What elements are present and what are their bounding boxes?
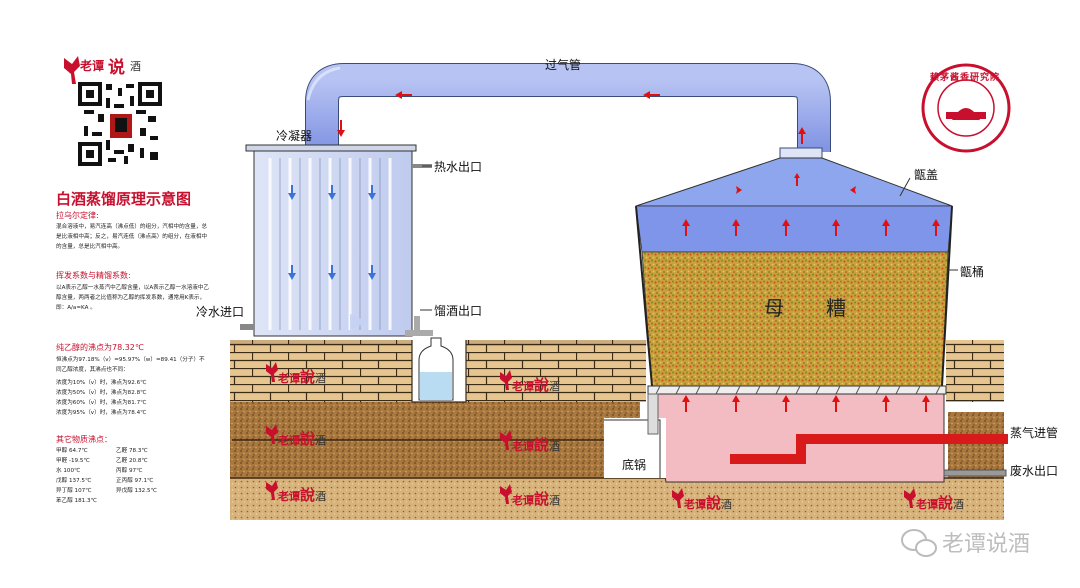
ground-brand-4: 老谭說酒 [512,376,561,394]
diagram-title: 白酒蒸馏原理示意图 [56,190,192,208]
boiling-point-item: 浓度为50%（v）时，沸点为82.8℃ [56,390,147,396]
other-substances-col-a: 甲醇 64.7℃ 甲醛 -19.5℃ 水 100℃ 戊醇 137.5℃ 异丁醇 … [56,446,97,506]
collection-bottle [418,337,454,401]
substance-bp: 甲醛 -19.5℃ [56,458,90,464]
substance-bp: 水 100℃ [56,468,81,474]
mash-label-1: 母 [764,296,784,320]
brand-name-b: 说 [108,58,125,78]
mash-label-2: 糟 [826,296,846,320]
still-barrel-label: 甑桶 [960,265,985,279]
substance-bp: 正丙醇 97.1℃ [116,478,154,484]
boiling-point-item: 浓度为95%（v）时，沸点为78.4℃ [56,410,147,416]
steam-pipe [730,434,1008,464]
distillate-outlet-label: 馏酒出口 [434,304,483,318]
azeotrope-text: 恒沸点为97.18%（v）=95.97%（w）=89.41（分子）不同乙醇浓度，… [56,357,205,373]
substance-bp: 异戊醇 132.5℃ [116,488,157,494]
boiling-point-item: 浓度为60%（v）时，沸点为81.7℃ [56,400,147,406]
ground-brand-1: 老谭說酒 [278,368,327,386]
wechat-icon [901,529,937,557]
substance-bp: 乙醛 20.8℃ [116,458,148,464]
qr-code [78,82,162,166]
ground-soil-layer [230,402,1004,478]
coefficient-heading: 挥发系数与精馏系数: [56,271,131,280]
cold-water-inlet-label: 冷水进口 [196,305,245,319]
ground-brand-8: 老谭說酒 [916,494,965,512]
other-substances-heading: 其它物质沸点： [56,435,112,444]
waste-water-outlet-label: 废水出口 [1010,464,1059,478]
steam-flow-arrows [337,91,940,412]
substance-bp: 异丁醇 107℃ [56,488,92,494]
ground-brand-5: 老谭說酒 [512,436,561,454]
ground-brand-3: 老谭說酒 [278,486,327,504]
steam-inlet-label: 蒸气进管 [1010,426,1059,440]
substance-bp: 丙醇 97℃ [116,468,143,474]
brand-figure-icon [64,56,80,84]
wechat-watermark: 老谭说酒 [942,532,1031,557]
waste-pipe [943,469,1007,477]
ground-brand-2: 老谭說酒 [278,430,327,448]
condenser [240,144,433,337]
institute-stamp [921,63,1011,153]
ethanol-bp-heading: 纯乙醇的沸点为78.32℃ [56,343,144,352]
substance-bp: 乙醛 78.3℃ [116,448,148,454]
substance-bp: 苯乙醇 181.3℃ [56,498,97,504]
gas-pipe-label: 过气管 [545,58,582,72]
pot-label: 底锅 [622,458,647,472]
boiling-point-item: 浓度为10%（v）时，沸点为92.6℃ [56,380,147,386]
ground-sand-layer [230,477,1004,520]
condenser-flow-arrows [288,185,376,280]
hot-water-outlet-label: 热水出口 [434,160,483,174]
coefficient-text: 以A表示乙醇一水蒸汽中乙醇含量，以A表示乙醇一水溶液中乙醇含量，两两者之比值称为… [56,285,210,311]
ground-brand-7: 老谭說酒 [684,494,733,512]
stamp-text: 赖茅酱香研究院 [930,73,1001,83]
still-lid-label: 甑盖 [914,168,939,182]
substance-bp: 戊醇 137.5℃ [56,478,92,484]
raoult-law-text: 混合溶液中，易汽连高（沸点低）的组分，汽相中的含量，总是比液相中高；反之，易汽连… [56,224,208,250]
substance-bp: 甲醇 64.7℃ [56,448,88,454]
condenser-label: 冷凝器 [276,129,313,143]
other-substances-col-b: 乙醛 78.3℃ 乙醛 20.8℃ 丙醇 97℃ 正丙醇 97.1℃ 异戊醇 1… [116,446,157,496]
ground-brand-6: 老谭說酒 [512,490,561,508]
ground-brand-icons [266,362,916,508]
brand-name-a: 老谭 [80,59,105,73]
brand-name-c: 酒 [130,60,141,73]
leader-lines [420,165,958,311]
boiling-point-list: 浓度为10%（v）时，沸点为92.6℃ 浓度为50%（v）时，沸点为82.8℃ … [56,378,146,418]
raoult-law-heading: 拉乌尔定律: [56,211,99,220]
